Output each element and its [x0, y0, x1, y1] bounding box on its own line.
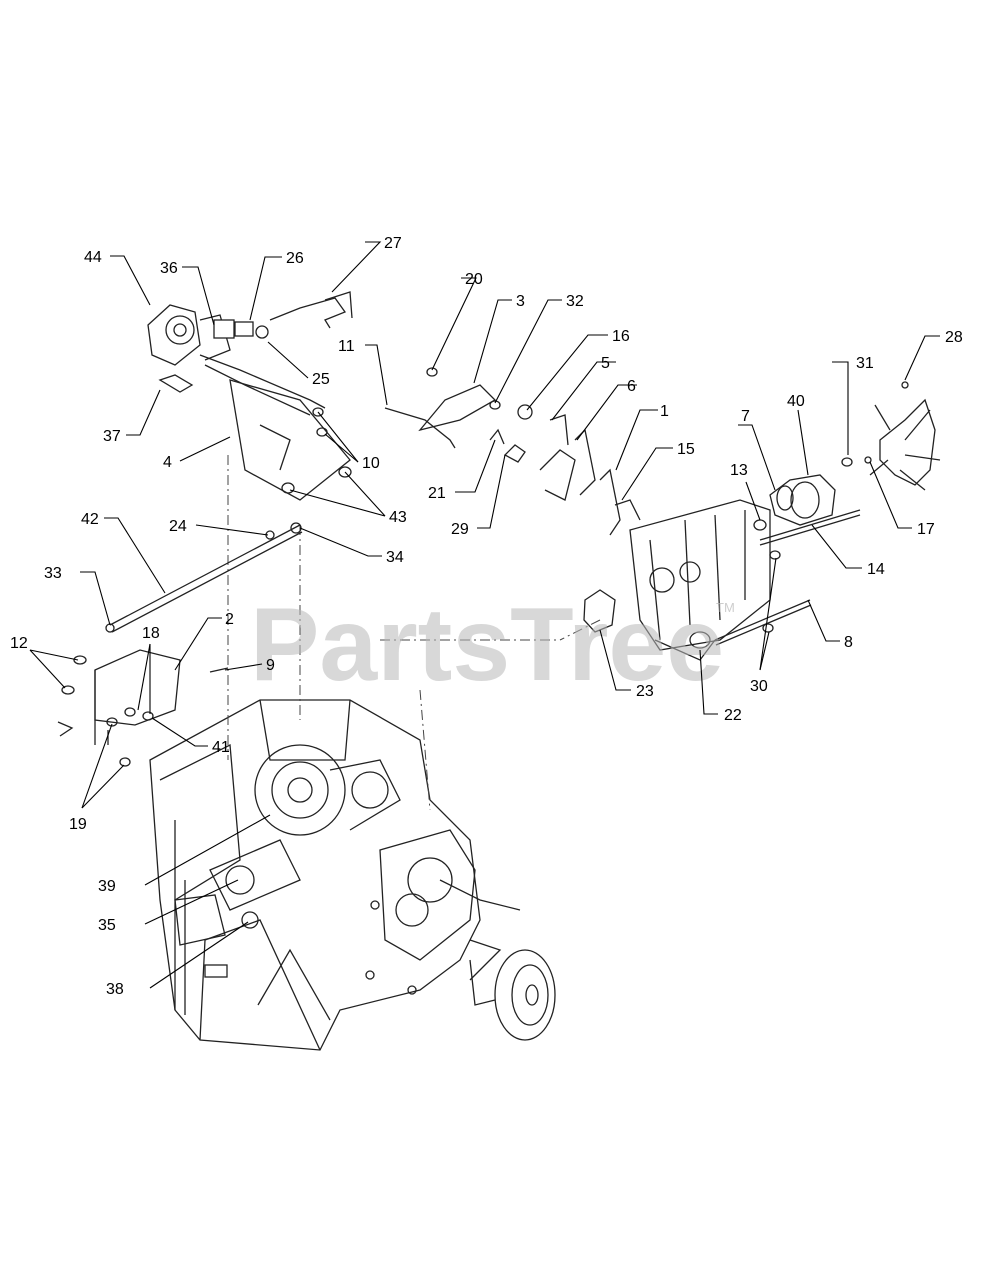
callout-34: 34	[386, 549, 404, 566]
callout-8: 8	[844, 634, 853, 651]
watermark-trademark: TM	[716, 600, 735, 615]
callout-44: 44	[84, 249, 102, 266]
callout-6: 6	[627, 378, 636, 395]
callout-31: 31	[856, 355, 874, 372]
callout-18: 18	[142, 625, 160, 642]
callout-41: 41	[212, 739, 230, 756]
callout-38: 38	[106, 981, 124, 998]
callout-12: 12	[10, 635, 28, 652]
callout-5: 5	[601, 355, 610, 372]
parts-artwork	[57, 291, 941, 1051]
callout-10: 10	[362, 455, 380, 472]
callout-13: 13	[730, 462, 748, 479]
callout-40: 40	[787, 393, 805, 410]
transmission-housing	[149, 699, 556, 1051]
callout-26: 26	[286, 250, 304, 267]
callout-37: 37	[103, 428, 121, 445]
callout-22: 22	[724, 707, 742, 724]
callout-3: 3	[516, 293, 525, 310]
callout-27: 27	[384, 235, 402, 252]
callout-20: 20	[465, 271, 483, 288]
shift-shaft-assembly	[147, 291, 353, 501]
callout-24: 24	[169, 518, 187, 535]
callout-39: 39	[98, 878, 116, 895]
callout-2: 2	[225, 611, 234, 628]
gear-cluster	[583, 381, 941, 661]
watermark-logo: PartsTree	[250, 587, 724, 703]
shift-fork-assembly	[384, 367, 641, 536]
callout-4: 4	[163, 454, 172, 471]
callout-25: 25	[312, 371, 330, 388]
callout-7: 7	[741, 408, 750, 425]
callout-1: 1	[660, 403, 669, 420]
callout-19: 19	[69, 816, 87, 833]
callout-21: 21	[428, 485, 446, 502]
left-bracket	[57, 649, 229, 767]
shaft-42	[105, 522, 303, 633]
callout-17: 17	[917, 521, 935, 538]
callout-14: 14	[867, 561, 885, 578]
callout-35: 35	[98, 917, 116, 934]
callout-9: 9	[266, 657, 275, 674]
callout-29: 29	[451, 521, 469, 538]
callout-16: 16	[612, 328, 630, 345]
callout-11: 11	[338, 338, 355, 355]
callout-labels: 44 36 26 27 25 37 4 10 43 20 3 32 16 5 6…	[10, 235, 963, 998]
callout-15: 15	[677, 441, 695, 458]
callout-32: 32	[566, 293, 584, 310]
assembly-lines	[227, 455, 601, 811]
leader-lines	[29, 241, 940, 989]
callout-36: 36	[160, 260, 178, 277]
callout-43: 43	[389, 509, 407, 526]
callout-33: 33	[44, 565, 62, 582]
callout-30: 30	[750, 678, 768, 695]
callout-28: 28	[945, 329, 963, 346]
callout-42: 42	[81, 511, 99, 528]
callout-23: 23	[636, 683, 654, 700]
